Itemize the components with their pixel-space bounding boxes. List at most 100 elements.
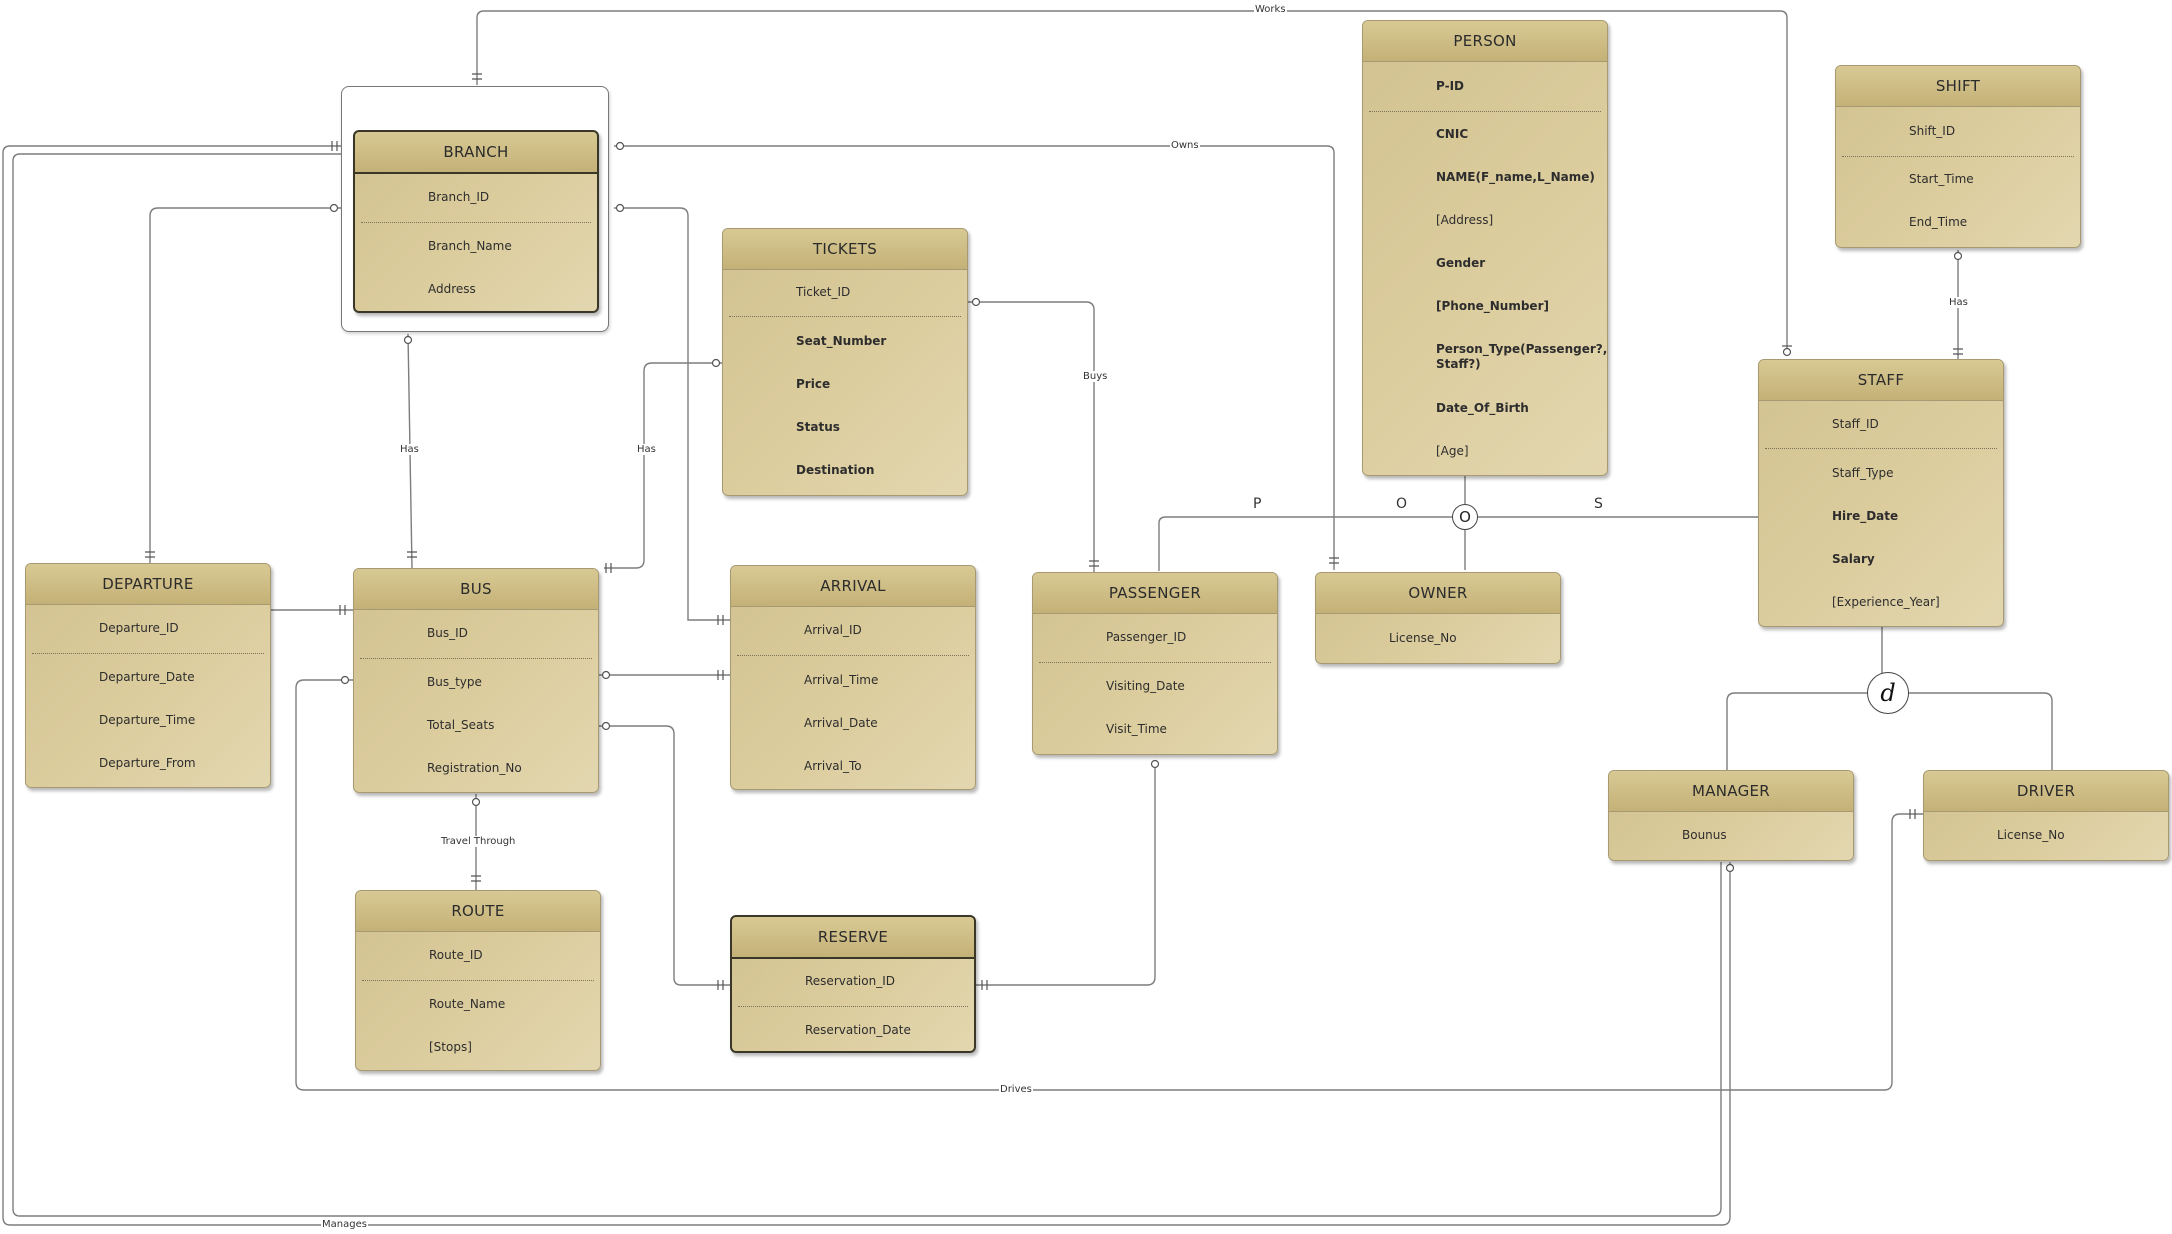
spec-label-owner: O	[1396, 496, 1408, 512]
works-line	[476, 10, 1788, 352]
entity-bus[interactable]: BUS Bus_ID Bus_type Total_Seats Registra…	[353, 568, 599, 793]
person-spec-line	[1158, 516, 1452, 571]
entity-shift-title: SHIFT	[1836, 66, 2080, 107]
entity-reserve-title: RESERVE	[732, 917, 974, 959]
attr-shift-id: Shift_ID	[1909, 124, 1956, 138]
entity-passenger[interactable]: PASSENGER Passenger_ID Visiting_Date Vis…	[1032, 572, 1278, 755]
spec-label-staff: S	[1594, 496, 1603, 512]
passenger-reserve-line	[976, 760, 1156, 986]
attr-cnic: CNIC	[1436, 127, 1469, 141]
label-tickets-bus-has: Has	[636, 444, 657, 455]
entity-staff-title: STAFF	[1759, 360, 2003, 401]
key-separator	[1842, 156, 2074, 157]
entity-departure[interactable]: DEPARTURE Departure_ID Departure_Date De…	[25, 563, 271, 788]
disjoint-specialization-circle: d	[1867, 672, 1909, 714]
attr-destination: Destination	[796, 463, 875, 477]
key-separator	[362, 980, 594, 981]
branch-departure-line	[149, 207, 342, 563]
attr-owner-license-no: License_No	[1389, 631, 1457, 645]
attr-end-time: End_Time	[1909, 215, 1968, 229]
key-separator	[737, 655, 969, 656]
entity-manager[interactable]: MANAGER Bounus	[1608, 770, 1854, 861]
attr-departure-time: Departure_Time	[99, 713, 196, 727]
attr-p-id: P-ID	[1436, 79, 1464, 93]
attr-bus-type: Bus_type	[427, 675, 482, 689]
attr-departure-from: Departure_From	[99, 756, 196, 770]
entity-manager-title: MANAGER	[1609, 771, 1853, 812]
label-branch-bus-has: Has	[399, 444, 420, 455]
branch-arrival-line	[614, 207, 730, 621]
key-separator	[729, 316, 961, 317]
entity-branch-title: BRANCH	[355, 132, 597, 174]
attr-stops: [Stops]	[429, 1040, 472, 1054]
attr-arrival-to: Arrival_To	[804, 759, 862, 773]
attr-person-type: Person_Type(Passenger?, Staff?)	[1436, 342, 1608, 371]
attr-arrival-date: Arrival_Date	[804, 716, 878, 730]
attr-staff-id: Staff_ID	[1832, 417, 1879, 431]
bus-reserve-line	[598, 725, 730, 986]
label-owns: Owns	[1170, 140, 1200, 151]
entity-bus-title: BUS	[354, 569, 598, 610]
attr-ticket-id: Ticket_ID	[796, 285, 851, 299]
key-separator	[1039, 662, 1271, 663]
entity-arrival[interactable]: ARRIVAL Arrival_ID Arrival_Time Arrival_…	[730, 565, 976, 790]
attr-passenger-id: Passenger_ID	[1106, 630, 1187, 644]
entity-tickets[interactable]: TICKETS Ticket_ID Seat_Number Price Stat…	[722, 228, 968, 496]
entity-driver-title: DRIVER	[1924, 771, 2168, 812]
entity-staff[interactable]: STAFF Staff_ID Staff_Type Hire_Date Sala…	[1758, 359, 2004, 627]
drives-line	[295, 679, 1924, 1091]
label-buys: Buys	[1082, 371, 1109, 382]
attr-name: NAME(F_name,L_Name)	[1436, 170, 1595, 184]
label-travel-through: Travel Through	[440, 836, 517, 847]
label-works: Works	[1254, 4, 1287, 15]
key-separator	[1765, 448, 1997, 449]
entity-passenger-title: PASSENGER	[1033, 573, 1277, 614]
spec-label-passenger: P	[1253, 496, 1262, 512]
attr-salary: Salary	[1832, 552, 1875, 566]
attr-date-of-birth: Date_Of_Birth	[1436, 401, 1529, 415]
attr-total-seats: Total_Seats	[427, 718, 495, 732]
attr-departure-date: Departure_Date	[99, 670, 195, 684]
attr-branch-name: Branch_Name	[428, 239, 512, 253]
entity-departure-title: DEPARTURE	[26, 564, 270, 605]
attr-hire-date: Hire_Date	[1832, 509, 1899, 523]
attr-seat-number: Seat_Number	[796, 334, 887, 348]
attr-age: [Age]	[1436, 444, 1469, 458]
label-shift-staff-has: Has	[1948, 297, 1969, 308]
attr-branch-id: Branch_ID	[428, 190, 490, 204]
attr-registration-no: Registration_No	[427, 761, 522, 775]
key-separator	[360, 658, 592, 659]
entity-route[interactable]: ROUTE Route_ID Route_Name [Stops]	[355, 890, 601, 1071]
manages-line	[2, 145, 1731, 1226]
entity-person[interactable]: PERSON P-ID CNIC NAME(F_name,L_Name) [Ad…	[1362, 20, 1608, 476]
entity-owner[interactable]: OWNER License_No	[1315, 572, 1561, 664]
owns-line	[614, 145, 1335, 570]
overlap-specialization-circle: O	[1452, 504, 1478, 530]
entity-branch[interactable]: BRANCH Branch_ID Branch_Name Address	[353, 130, 599, 313]
d-driver-line	[1896, 692, 2053, 771]
entity-shift[interactable]: SHIFT Shift_ID Start_Time End_Time	[1835, 65, 2081, 248]
entity-driver[interactable]: DRIVER License_No	[1923, 770, 2169, 861]
key-separator	[738, 1006, 968, 1007]
attr-route-id: Route_ID	[429, 948, 483, 962]
entity-reserve[interactable]: RESERVE Reservation_ID Reservation_Date	[730, 915, 976, 1053]
attr-price: Price	[796, 377, 831, 391]
label-drives: Drives	[999, 1084, 1033, 1095]
attr-route-name: Route_Name	[429, 997, 506, 1011]
tickets-passenger-line	[968, 301, 1095, 572]
attr-address: [Address]	[1436, 213, 1494, 227]
attr-phone-number: [Phone_Number]	[1436, 299, 1549, 313]
attr-driver-license-no: License_No	[1997, 828, 2065, 842]
attr-visit-time: Visit_Time	[1106, 722, 1167, 736]
manages-inner-line	[12, 153, 1722, 1217]
entity-route-title: ROUTE	[356, 891, 600, 932]
entity-owner-title: OWNER	[1316, 573, 1560, 614]
key-separator	[361, 222, 591, 223]
key-separator	[32, 653, 264, 654]
attr-experience-year: [Experience_Year]	[1832, 595, 1940, 609]
attr-bounus: Bounus	[1682, 828, 1727, 842]
attr-staff-type: Staff_Type	[1832, 466, 1894, 480]
attr-branch-address: Address	[428, 282, 476, 296]
d-manager-line	[1726, 692, 1868, 771]
